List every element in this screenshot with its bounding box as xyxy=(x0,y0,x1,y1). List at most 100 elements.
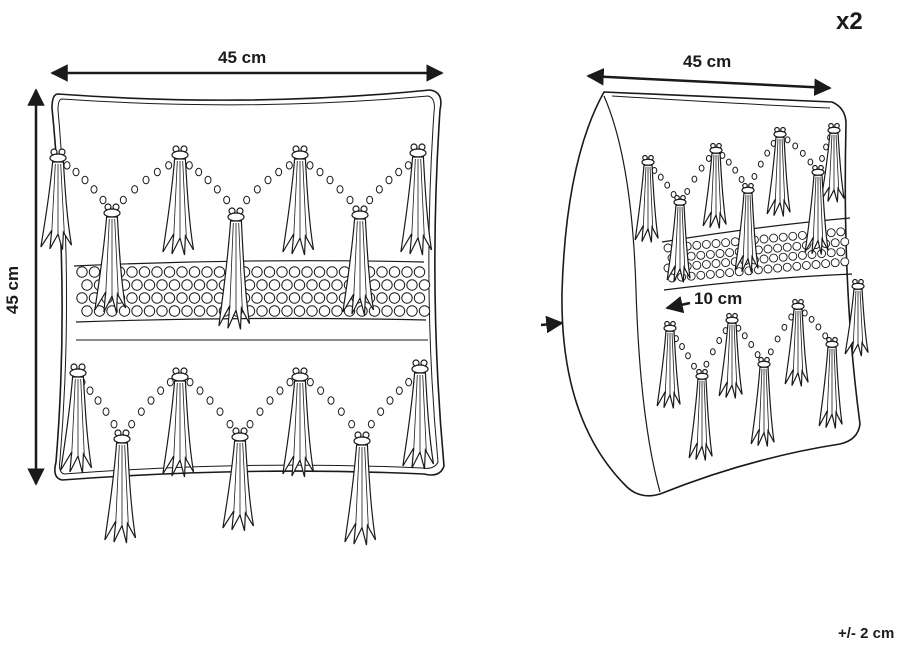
band-bead xyxy=(176,266,188,278)
band-bead xyxy=(301,292,313,304)
tassel-head xyxy=(827,126,841,134)
tassel-strand xyxy=(819,176,824,240)
band-bead xyxy=(76,266,88,278)
band-bead xyxy=(711,239,721,248)
garland-bead xyxy=(157,386,165,395)
tassel-strand xyxy=(681,206,686,269)
tassel-strand xyxy=(238,222,243,310)
tassel-fringe xyxy=(400,156,433,256)
tassel-head xyxy=(291,150,309,160)
tassel-head xyxy=(663,324,677,332)
tassel-strand xyxy=(353,220,358,298)
tassel-head xyxy=(773,130,787,138)
garland-bead xyxy=(243,195,251,205)
tassel-strand xyxy=(696,380,701,446)
garland-bead xyxy=(128,419,136,429)
band-bead xyxy=(81,279,93,291)
tassel-head xyxy=(171,372,189,382)
tassel-strand xyxy=(828,134,833,190)
tassel-head xyxy=(811,168,825,176)
garland-bead xyxy=(774,335,781,343)
band-bead xyxy=(263,292,276,304)
tassel xyxy=(344,431,377,546)
garland-bead xyxy=(223,195,231,205)
band-bead xyxy=(836,247,846,257)
garland-bead xyxy=(81,175,89,185)
garland-bead xyxy=(799,149,806,157)
band-bead xyxy=(376,292,388,304)
garland-bead xyxy=(784,136,791,144)
front-height-label: 45 cm xyxy=(3,265,22,315)
tassel xyxy=(60,363,93,474)
tassel-strand xyxy=(649,166,654,229)
tassel-fringe xyxy=(718,322,743,399)
tassel xyxy=(400,143,433,256)
tassel-strand xyxy=(302,382,307,460)
band-bead xyxy=(788,231,798,241)
band-bead xyxy=(792,241,802,251)
garland-bead xyxy=(86,386,94,395)
tassel-head xyxy=(641,158,655,166)
tassel-head xyxy=(725,316,739,324)
garland-bead xyxy=(165,161,173,170)
tassel-strand xyxy=(293,382,298,460)
band-bead xyxy=(393,279,406,291)
garland-bead xyxy=(266,396,274,405)
quantity-label: x2 xyxy=(836,8,863,35)
tassel-strand xyxy=(859,290,864,344)
garland-bead xyxy=(275,167,283,177)
side-band-bottom xyxy=(663,273,853,291)
tassel-head xyxy=(171,150,189,160)
band-bead xyxy=(106,305,118,317)
garland-bead xyxy=(276,386,284,395)
band-bead xyxy=(759,234,769,244)
garland-bead xyxy=(185,161,193,170)
garland-bead xyxy=(679,343,685,351)
band-bead xyxy=(773,263,783,273)
band-bead xyxy=(306,279,318,291)
band-bead xyxy=(406,305,418,317)
tassel-strand xyxy=(765,368,770,432)
band-bead xyxy=(782,242,792,252)
garland-bead xyxy=(823,143,829,151)
garland-bead xyxy=(256,407,264,416)
band-bead xyxy=(256,305,268,317)
band-bead xyxy=(376,266,388,278)
tassel-strand xyxy=(293,160,298,238)
tassel xyxy=(634,154,659,243)
tassel xyxy=(804,164,829,255)
side-depth-label: 10 cm xyxy=(694,289,743,308)
band-bead xyxy=(131,279,143,291)
garland-bead xyxy=(326,175,334,185)
tassel-head xyxy=(291,372,309,382)
band-bead xyxy=(213,266,226,278)
band-bead xyxy=(268,305,281,317)
garland-bead xyxy=(709,348,716,356)
band-bead xyxy=(773,243,783,253)
tassel-strand xyxy=(671,332,676,395)
tassel-head xyxy=(231,432,249,442)
band-bead xyxy=(156,305,168,317)
band-bead xyxy=(193,279,206,291)
garland-bead xyxy=(395,386,403,395)
garland-bead xyxy=(741,332,748,340)
garland-bead xyxy=(246,419,254,429)
band-bead xyxy=(705,269,715,279)
band-bead xyxy=(126,292,138,304)
side-depth-arrow-left xyxy=(540,315,564,334)
band-bead xyxy=(181,279,193,291)
band-bead xyxy=(76,292,88,304)
tassel xyxy=(94,203,127,314)
band-bead xyxy=(318,279,331,291)
tassel-fringe xyxy=(162,158,195,256)
band-bead xyxy=(138,292,151,304)
tassel-fringe xyxy=(734,192,759,273)
tassel xyxy=(656,320,681,409)
tassel xyxy=(718,312,743,399)
band-bead xyxy=(778,252,788,262)
tassel xyxy=(40,148,73,250)
tassel-head xyxy=(49,153,67,163)
band-bead xyxy=(156,279,168,291)
band-bead xyxy=(388,292,401,304)
